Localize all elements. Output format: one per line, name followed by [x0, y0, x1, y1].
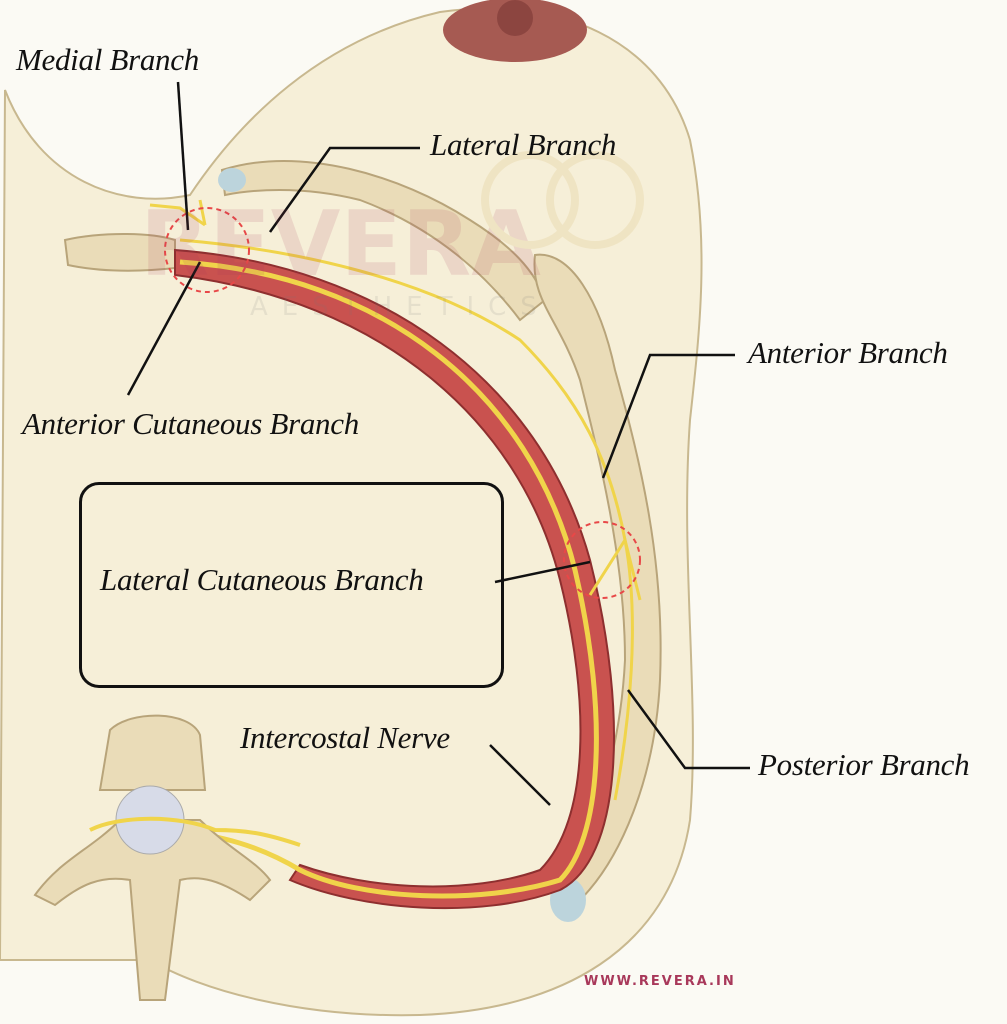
vertebra [33, 714, 301, 1001]
label-intercostal-nerve: Intercostal Nerve [240, 720, 450, 755]
watermark: REVERA AESTHETICS [140, 151, 644, 322]
intercostal-muscle [174, 248, 615, 910]
label-posterior-branch: Posterior Branch [758, 747, 970, 782]
website-url: WWW.REVERA.IN [584, 974, 736, 989]
highlight-circle-anterior [164, 207, 250, 293]
upper-rib [220, 159, 547, 322]
lateral-branch-nerve [179, 238, 634, 801]
label-anterior-branch: Anterior Branch [748, 335, 948, 370]
label-medial-branch: Medial Branch [16, 42, 199, 77]
svg-text:REVERA: REVERA [140, 192, 541, 297]
label-lateral-cutaneous-branch: Lateral Cutaneous Branch [100, 562, 424, 597]
label-lateral-branch: Lateral Branch [430, 127, 617, 162]
svg-text:AESTHETICS: AESTHETICS [250, 292, 551, 322]
lateral-cutaneous-label-box [79, 482, 504, 688]
label-anterior-cutaneous-branch: Anterior Cutaneous Branch [22, 406, 359, 441]
highlight-circle-lateral [563, 521, 641, 599]
leader-lines [126, 81, 750, 806]
intercostal-nerve-path [139, 259, 599, 899]
